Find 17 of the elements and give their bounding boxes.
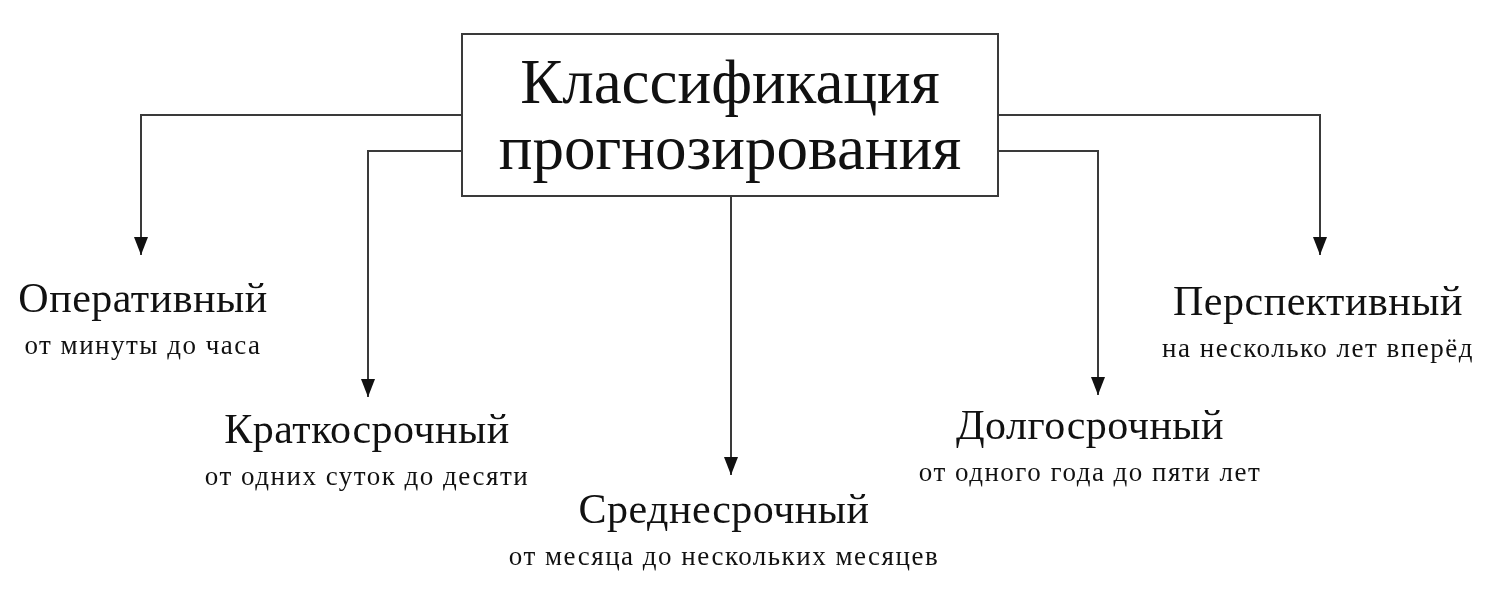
category-heading: Среднесрочный: [578, 487, 870, 531]
arrow: [998, 114, 1327, 256]
box-title-text: Классификация прогнозирования: [497, 49, 963, 181]
category-heading: Краткосрочный: [224, 407, 510, 451]
category-description: от одних суток до десяти: [204, 461, 530, 491]
category-heading: Перспективный: [1173, 279, 1463, 323]
classification-box: [461, 33, 999, 197]
category-description: на несколько лет вперёд: [1162, 333, 1474, 363]
category-description: от минуты до часа: [24, 330, 262, 360]
category-heading: Долгосрочный: [955, 403, 1225, 447]
arrow: [361, 150, 462, 398]
arrow: [724, 196, 738, 476]
arrow: [134, 114, 462, 256]
category-description: от одного года до пяти лет: [918, 457, 1262, 487]
arrow: [998, 150, 1105, 396]
category-heading: Оперативный: [18, 276, 268, 320]
category-description: от месяца до нескольких месяцев: [508, 541, 940, 571]
